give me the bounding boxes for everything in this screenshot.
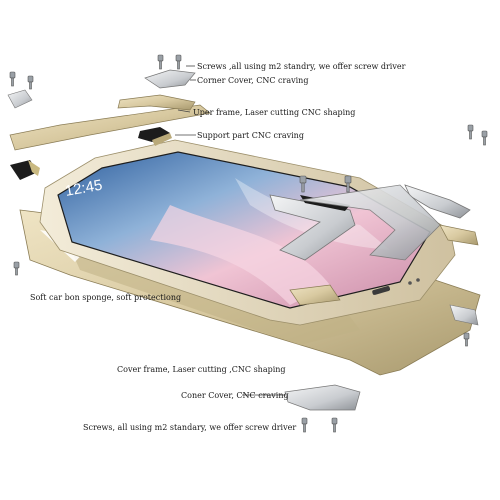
callout-corner-cover-top: Corner Cover, CNC craving: [197, 76, 309, 85]
screw-icon: [344, 175, 352, 193]
charging-port: [372, 286, 391, 295]
screw-icon: [463, 332, 470, 347]
callout-screws-bottom: Screws, all using m2 standary, we offer …: [83, 423, 297, 432]
callout-corner-cover-bottom: Coner Cover, CNC craving: [181, 391, 289, 400]
corner-cover-top: [7, 69, 196, 109]
screw-icon: [157, 54, 164, 70]
leader-lines: [175, 65, 285, 396]
phone-clock: 12:45: [64, 177, 104, 200]
callout-upper-frame: Uper frame, Laser cutting CNC shaping: [193, 108, 356, 117]
callout-sponge: Soft car bon sponge, soft protectiong: [30, 293, 182, 302]
callout-screws-top: Screws ,all using m2 standry, we offer s…: [197, 62, 406, 71]
screw-icon: [9, 71, 16, 87]
screw-icon: [467, 124, 474, 140]
callout-support-part: Support part CNC craving: [197, 131, 304, 140]
screw-icon: [331, 417, 338, 433]
screw-icon: [13, 261, 20, 276]
screw-icon: [175, 54, 182, 70]
screw-icon: [27, 75, 34, 90]
screw-icon: [481, 130, 488, 146]
right-frame-plates: [269, 184, 479, 326]
screws: [9, 54, 488, 433]
upper-frame: [9, 94, 211, 151]
screw-icon: [301, 417, 308, 433]
phone: 12:45: [39, 139, 456, 326]
callout-cover-frame: Cover frame, Laser cutting ,CNC shaping: [117, 365, 286, 374]
screw-icon: [299, 175, 307, 193]
sponge-pads: [10, 127, 172, 180]
corner-cover-bottom: [284, 384, 361, 411]
